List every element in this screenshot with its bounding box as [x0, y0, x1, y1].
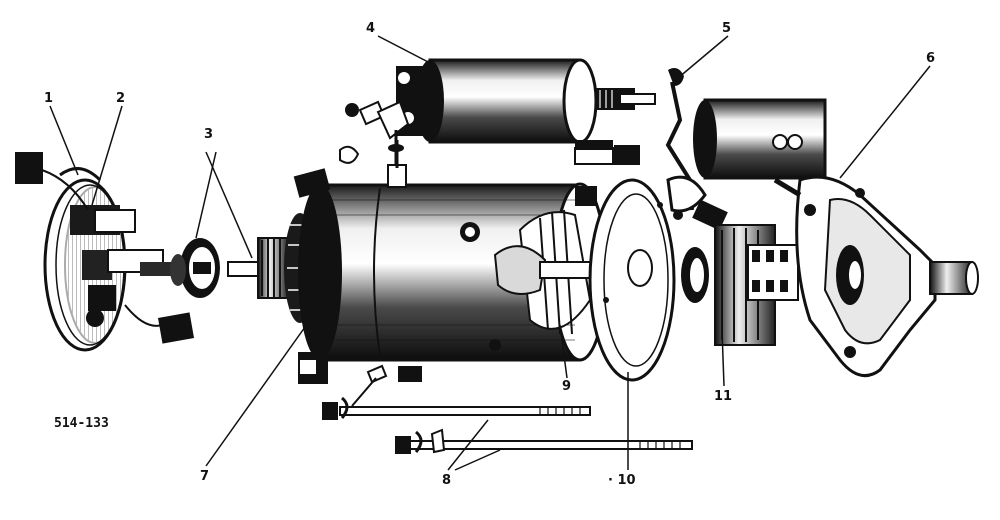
- leader-lines: [49, 35, 931, 471]
- callout-label-2: 2: [116, 91, 126, 106]
- brush-blocks: [574, 140, 640, 165]
- drive-end-plate: [588, 178, 676, 382]
- callout-label-7: 7: [200, 469, 210, 484]
- drive-end-housing: [693, 98, 979, 378]
- solenoid-switch: [345, 58, 656, 165]
- callout-label-4: 4: [366, 21, 376, 36]
- callout-label-1: 1: [44, 91, 54, 106]
- callout-label-3: 3: [204, 127, 214, 142]
- through-bolts: [322, 364, 693, 454]
- drive-pinion-assembly: [681, 224, 799, 346]
- thrust-washers: [170, 238, 220, 298]
- callout-label-5: 5: [722, 21, 732, 36]
- callout-label-9: 9: [562, 379, 572, 394]
- callout-label-6: 6: [926, 51, 936, 66]
- callout-label-10: · 10: [608, 473, 636, 488]
- shift-lever: [665, 68, 728, 231]
- brush-end-plate: [15, 152, 195, 352]
- figure-number: 514-133: [54, 416, 109, 431]
- callout-label-11: 11: [714, 389, 733, 404]
- callout-label-8: 8: [442, 473, 452, 488]
